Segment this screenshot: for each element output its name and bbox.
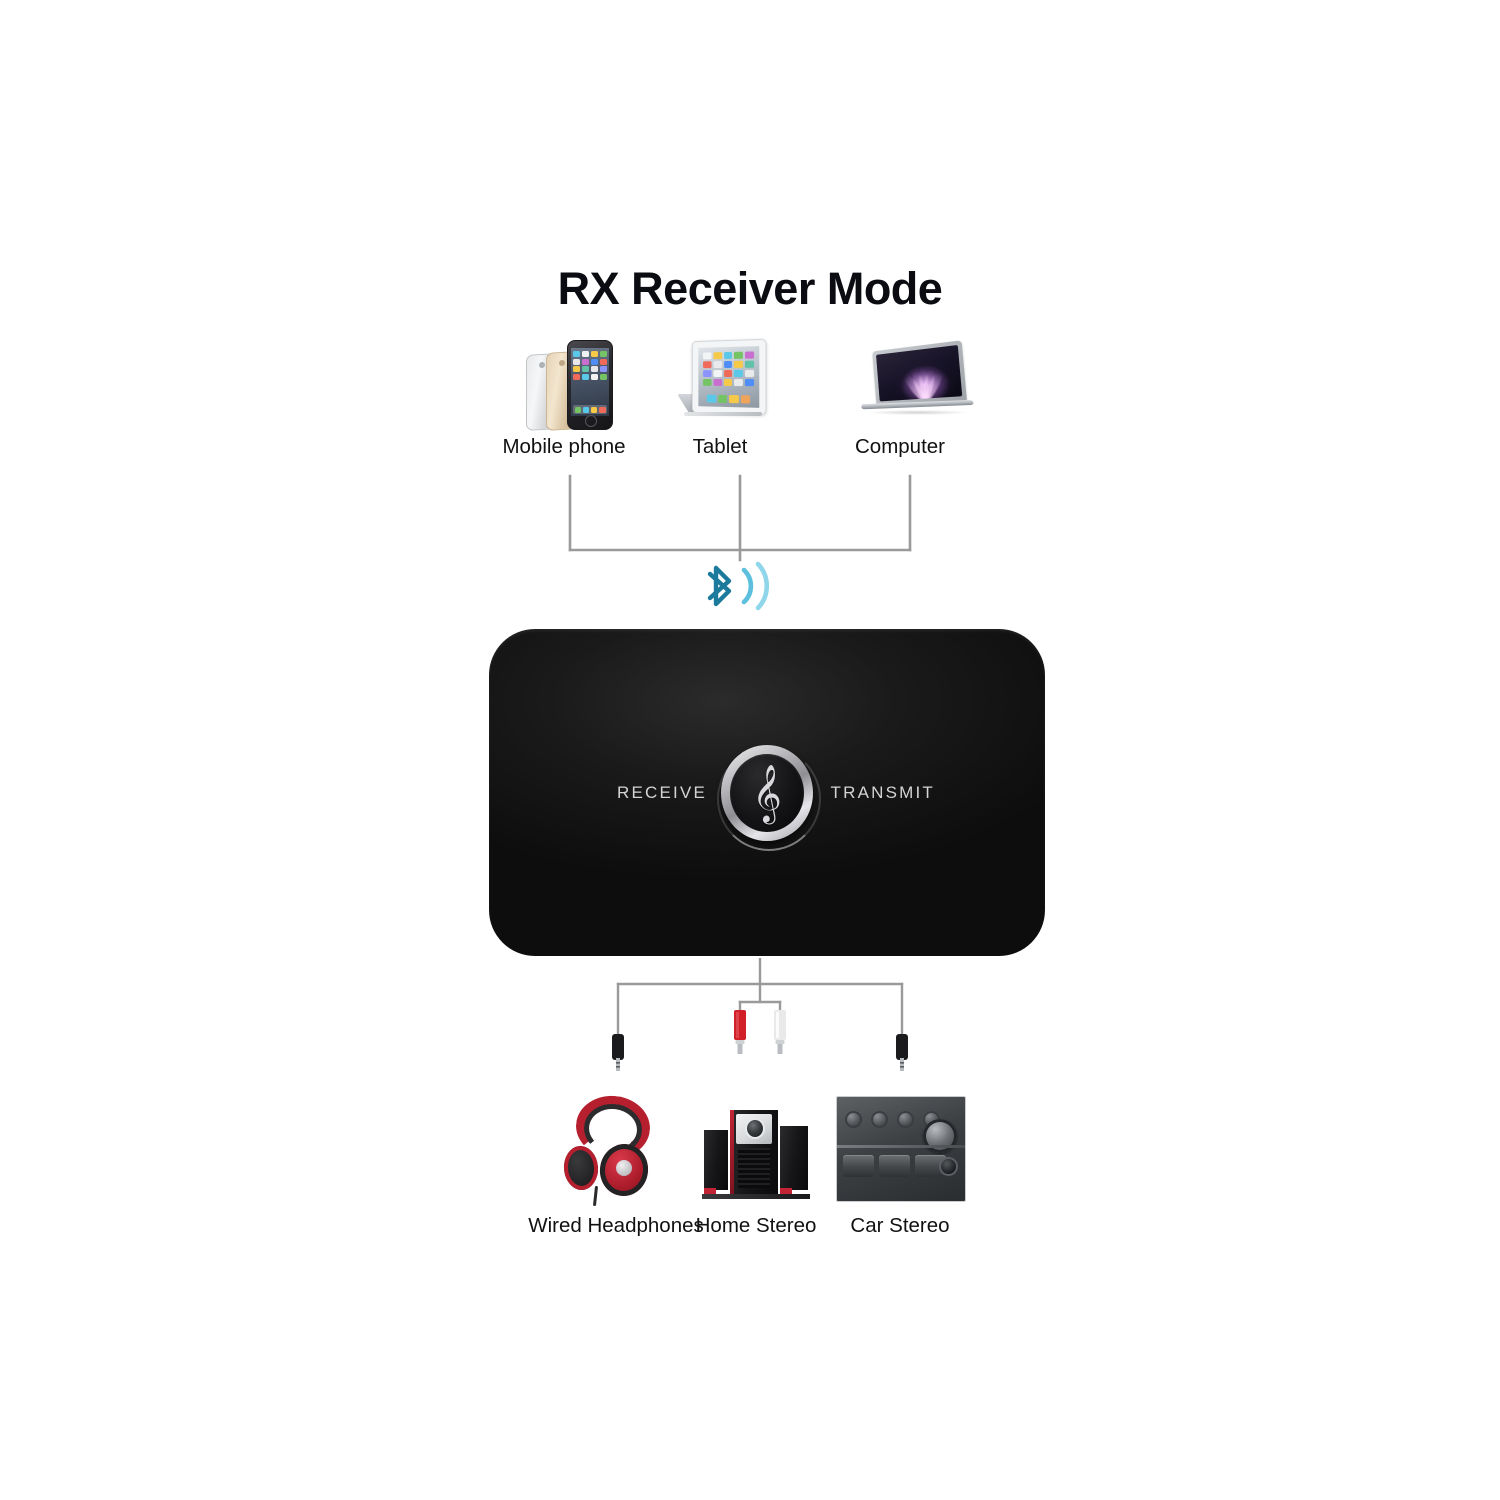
- headphones-icon: [556, 1094, 676, 1206]
- car-trim-strip: [837, 1145, 965, 1148]
- speaker-base: [702, 1194, 810, 1199]
- aux-jack-right-connector: [896, 1034, 908, 1071]
- phone-home-button: [585, 415, 597, 427]
- tablet-icon: [676, 336, 780, 432]
- receive-mode-label: RECEIVE: [617, 782, 708, 802]
- speaker-foot-left: [704, 1188, 716, 1194]
- page-title: RX Receiver Mode: [557, 263, 943, 314]
- speaker-satellite-right: [780, 1126, 808, 1190]
- phone-screen: [571, 348, 609, 416]
- speaker-accent-stripe: [730, 1110, 734, 1196]
- bluetooth-wireless-icon: [707, 561, 769, 611]
- speaker-foot-right: [780, 1188, 792, 1194]
- headphones-cord: [592, 1185, 599, 1206]
- smartphone-icon: [518, 336, 630, 432]
- connection-bracket-top: [568, 474, 912, 562]
- laptop-screen: [876, 344, 963, 402]
- phone-app-grid: [573, 351, 607, 380]
- car-aux-port: [941, 1159, 956, 1174]
- speaker-system-icon: [700, 1104, 812, 1204]
- tablet-screen: [698, 346, 760, 408]
- source-label-tablet: Tablet: [692, 435, 748, 458]
- laptop-icon: [852, 340, 980, 432]
- source-label-mobile-phone: Mobile phone: [502, 435, 626, 458]
- laptop-shadow: [868, 410, 968, 415]
- output-label-car-stereo: Car Stereo: [850, 1214, 950, 1237]
- speaker-driver-cone: [747, 1120, 763, 1137]
- speaker-satellite-left: [704, 1130, 728, 1190]
- rca-white-connector: [774, 1010, 786, 1054]
- power-button-face: 𝄞: [730, 753, 804, 832]
- source-label-computer: Computer: [854, 435, 945, 458]
- phone-dock: [573, 405, 607, 414]
- car-dashboard-icon: [836, 1096, 966, 1202]
- laptop-lid: [872, 340, 967, 407]
- rca-red-connector: [734, 1010, 746, 1054]
- tablet-dock: [706, 394, 751, 404]
- tablet-body: [691, 338, 767, 416]
- power-button[interactable]: 𝄞: [721, 744, 813, 841]
- transmit-mode-label: TRANSMIT: [830, 782, 935, 802]
- phone-black-front: [567, 340, 613, 430]
- tablet-base: [683, 412, 763, 416]
- tablet-app-grid: [703, 351, 755, 387]
- bluetooth-receiver-transmitter[interactable]: RECEIVE TRANSMIT 𝄞: [489, 629, 1045, 956]
- output-label-home-stereo: Home Stereo: [695, 1214, 817, 1237]
- aux-jack-left-connector: [612, 1034, 624, 1071]
- speaker-grill: [738, 1148, 770, 1188]
- headphones-logo: [616, 1160, 632, 1176]
- car-function-keys: [843, 1155, 946, 1177]
- car-preset-buttons: [845, 1111, 940, 1128]
- audio-cable-harness: [612, 958, 908, 1071]
- output-label-wired-headphones: Wired Headphones: [528, 1214, 704, 1237]
- music-note-icon: 𝄞: [752, 764, 782, 821]
